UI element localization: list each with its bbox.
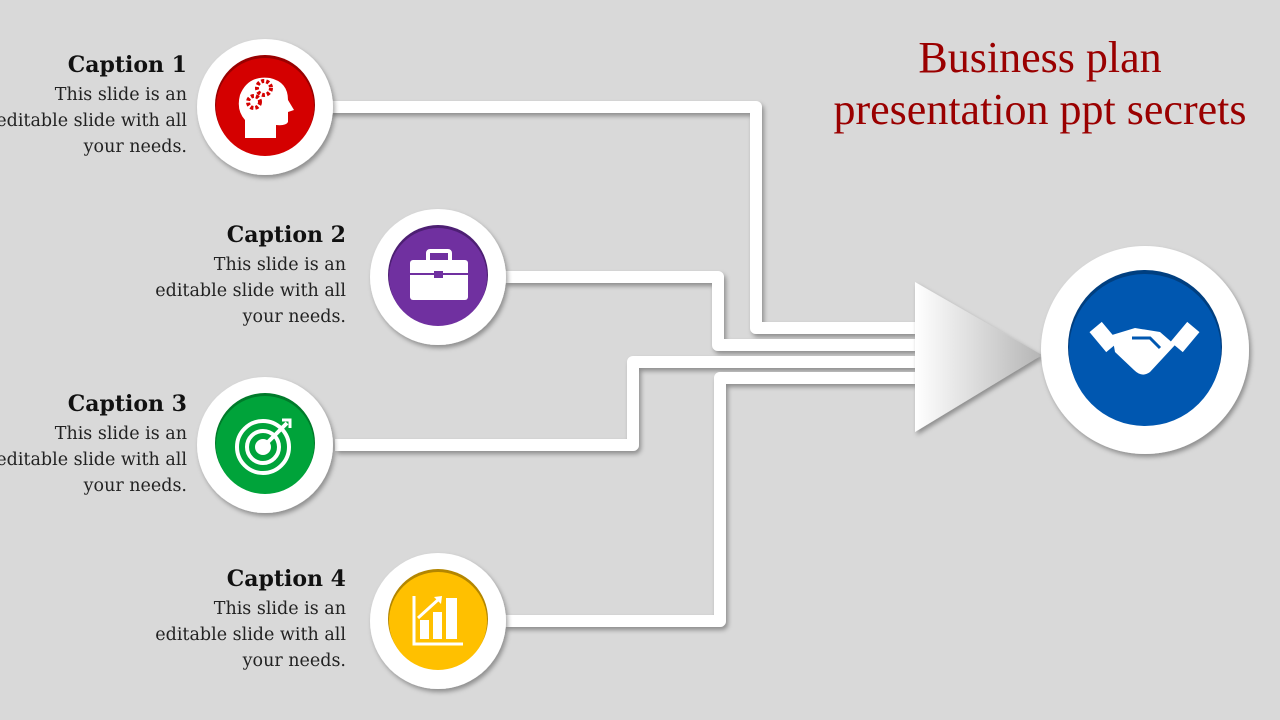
caption-heading: Caption 3 bbox=[67, 391, 187, 417]
title-line-2: presentation ppt secrets bbox=[833, 85, 1247, 134]
caption-text: This slide is an editable slide with all… bbox=[0, 85, 187, 157]
head-gears-icon bbox=[238, 77, 294, 138]
center-circle bbox=[1041, 246, 1249, 454]
target-icon bbox=[235, 418, 292, 475]
caption-block-1: Caption 1 This slide is an editable slid… bbox=[0, 50, 187, 160]
bar-chart-growth-icon bbox=[412, 596, 463, 646]
caption-text: This slide is an editable slide with all… bbox=[155, 255, 346, 327]
connector-line-1 bbox=[330, 101, 915, 334]
caption-text: This slide is an editable slide with all… bbox=[0, 424, 187, 496]
connector-line-4 bbox=[505, 372, 915, 627]
caption-text: This slide is an editable slide with all… bbox=[155, 599, 346, 671]
briefcase-icon bbox=[410, 249, 468, 300]
caption-heading: Caption 4 bbox=[226, 566, 346, 592]
caption-circle-1 bbox=[197, 39, 333, 175]
slide-title: Business plan presentation ppt secrets bbox=[800, 32, 1280, 136]
caption-block-3: Caption 3 This slide is an editable slid… bbox=[0, 389, 187, 499]
connector-line-3 bbox=[335, 356, 915, 451]
arrow-triangle bbox=[915, 282, 1042, 432]
caption-heading: Caption 2 bbox=[226, 222, 346, 248]
caption-circle-2 bbox=[370, 209, 506, 345]
caption-circle-4 bbox=[370, 553, 506, 689]
caption-heading: Caption 1 bbox=[67, 52, 187, 78]
connector-line-2 bbox=[505, 271, 915, 351]
caption-block-2: Caption 2 This slide is an editable slid… bbox=[146, 220, 346, 330]
caption-block-4: Caption 4 This slide is an editable slid… bbox=[146, 564, 346, 674]
caption-circle-3 bbox=[197, 377, 333, 513]
title-line-1: Business plan bbox=[918, 33, 1162, 82]
handshake-icon bbox=[1089, 321, 1200, 375]
